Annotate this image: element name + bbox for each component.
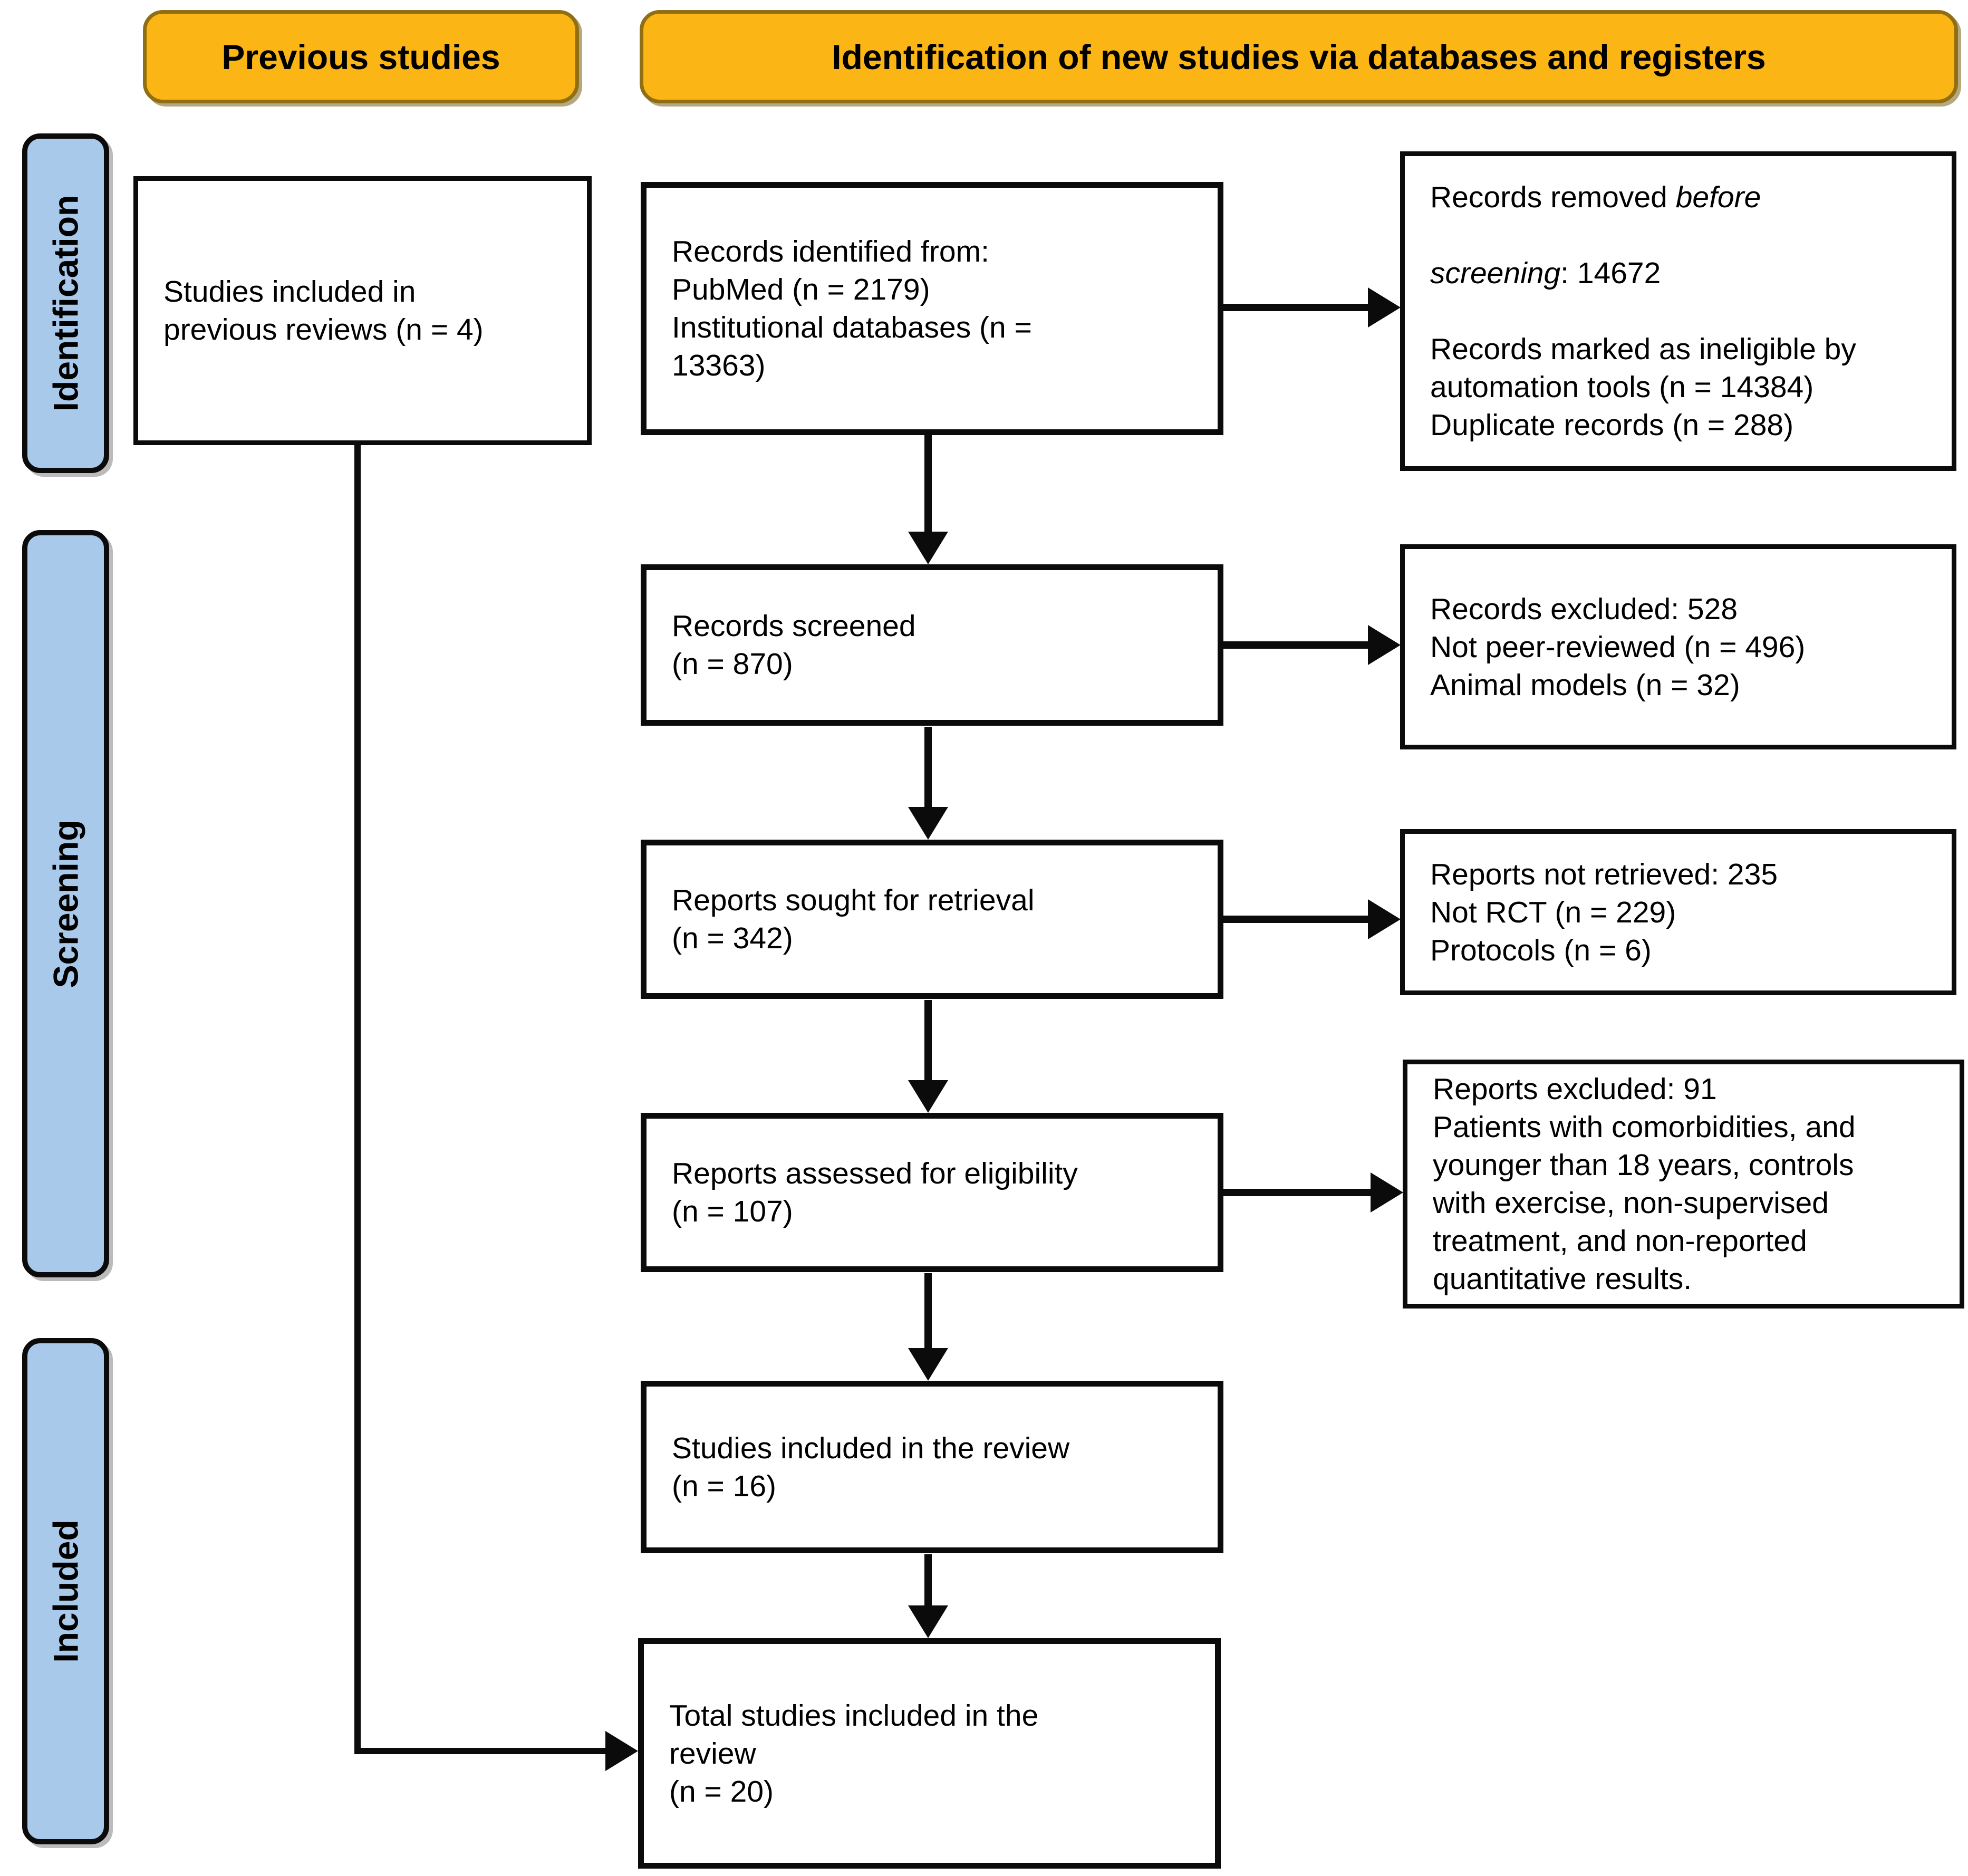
- arrow-sought-to-notretrieved-shaft: [1223, 916, 1371, 923]
- box-records-excluded: Records excluded: 528 Not peer-reviewed …: [1400, 544, 1956, 749]
- box-reports-sought-text: Reports sought for retrieval (n = 342): [672, 883, 1035, 955]
- elbow-previous-head: [605, 1731, 638, 1771]
- box-records-excluded-text: Records excluded: 528 Not peer-reviewed …: [1430, 592, 1806, 702]
- box-previous-reviews: Studies included in previous reviews (n …: [133, 176, 592, 445]
- box-total-studies-text: Total studies included in the review (n …: [669, 1698, 1039, 1808]
- box-reports-assessed: Reports assessed for eligibility (n = 10…: [641, 1113, 1223, 1272]
- arrow-down-3-head: [908, 1080, 948, 1113]
- elbow-previous-horizontal: [354, 1748, 607, 1754]
- box-records-screened-text: Records screened (n = 870): [672, 609, 916, 681]
- arrow-down-4-shaft: [924, 1273, 932, 1350]
- arrow-down-3-shaft: [924, 1000, 932, 1082]
- box-reports-excluded-text: Reports excluded: 91 Patients with comor…: [1433, 1072, 1856, 1296]
- box-previous-reviews-text: Studies included in previous reviews (n …: [163, 275, 484, 347]
- stage-screening-label: Screening: [46, 819, 85, 988]
- stage-identification: Identification: [22, 133, 109, 473]
- records-removed-rest: Records marked as ineligible by automati…: [1430, 332, 1856, 442]
- box-records-identified-text: Records identified from: PubMed (n = 217…: [672, 235, 1032, 382]
- box-studies-included-review: Studies included in the review (n = 16): [641, 1381, 1223, 1553]
- stage-included: Included: [22, 1338, 109, 1844]
- box-total-studies: Total studies included in the review (n …: [638, 1638, 1221, 1869]
- header-previous-studies: Previous studies: [143, 10, 579, 103]
- stage-identification-label: Identification: [46, 195, 85, 412]
- arrow-down-2-head: [908, 807, 948, 840]
- box-reports-sought: Reports sought for retrieval (n = 342): [641, 840, 1223, 999]
- elbow-previous-vertical: [354, 442, 361, 1754]
- arrow-assessed-to-excluded-head: [1371, 1172, 1403, 1213]
- arrow-screened-to-excluded-head: [1368, 625, 1401, 665]
- box-reports-excluded: Reports excluded: 91 Patients with comor…: [1403, 1060, 1964, 1309]
- arrow-down-2-shaft: [924, 727, 932, 809]
- arrow-identified-to-removed-head: [1368, 287, 1401, 328]
- header-new-studies-label: Identification of new studies via databa…: [832, 37, 1766, 76]
- arrow-identified-to-removed-shaft: [1223, 304, 1371, 311]
- arrow-sought-to-notretrieved-head: [1368, 899, 1401, 939]
- box-records-identified: Records identified from: PubMed (n = 217…: [641, 182, 1223, 435]
- header-previous-studies-label: Previous studies: [221, 37, 500, 76]
- arrow-down-1-shaft: [924, 434, 932, 534]
- arrow-assessed-to-excluded-shaft: [1223, 1189, 1374, 1196]
- box-reports-not-retrieved-text: Reports not retrieved: 235 Not RCT (n = …: [1430, 857, 1778, 967]
- stage-included-label: Included: [46, 1519, 85, 1663]
- records-removed-line2: screening: 14672: [1430, 256, 1661, 290]
- box-reports-not-retrieved: Reports not retrieved: 235 Not RCT (n = …: [1400, 829, 1956, 995]
- stage-screening: Screening: [22, 530, 109, 1277]
- arrow-down-5-shaft: [924, 1554, 932, 1607]
- box-records-removed: Records removed before screening: 14672 …: [1400, 151, 1956, 471]
- box-records-screened: Records screened (n = 870): [641, 564, 1223, 726]
- box-records-removed-text: Records removed before screening: 14672 …: [1405, 140, 1952, 482]
- arrow-down-4-head: [908, 1348, 948, 1381]
- arrow-screened-to-excluded-shaft: [1223, 641, 1371, 649]
- arrow-down-5-head: [908, 1605, 948, 1638]
- box-studies-included-review-text: Studies included in the review (n = 16): [672, 1431, 1070, 1503]
- records-removed-line1: Records removed before: [1430, 180, 1761, 214]
- arrow-down-1-head: [908, 532, 948, 564]
- box-reports-assessed-text: Reports assessed for eligibility (n = 10…: [672, 1157, 1078, 1228]
- header-new-studies: Identification of new studies via databa…: [640, 10, 1958, 103]
